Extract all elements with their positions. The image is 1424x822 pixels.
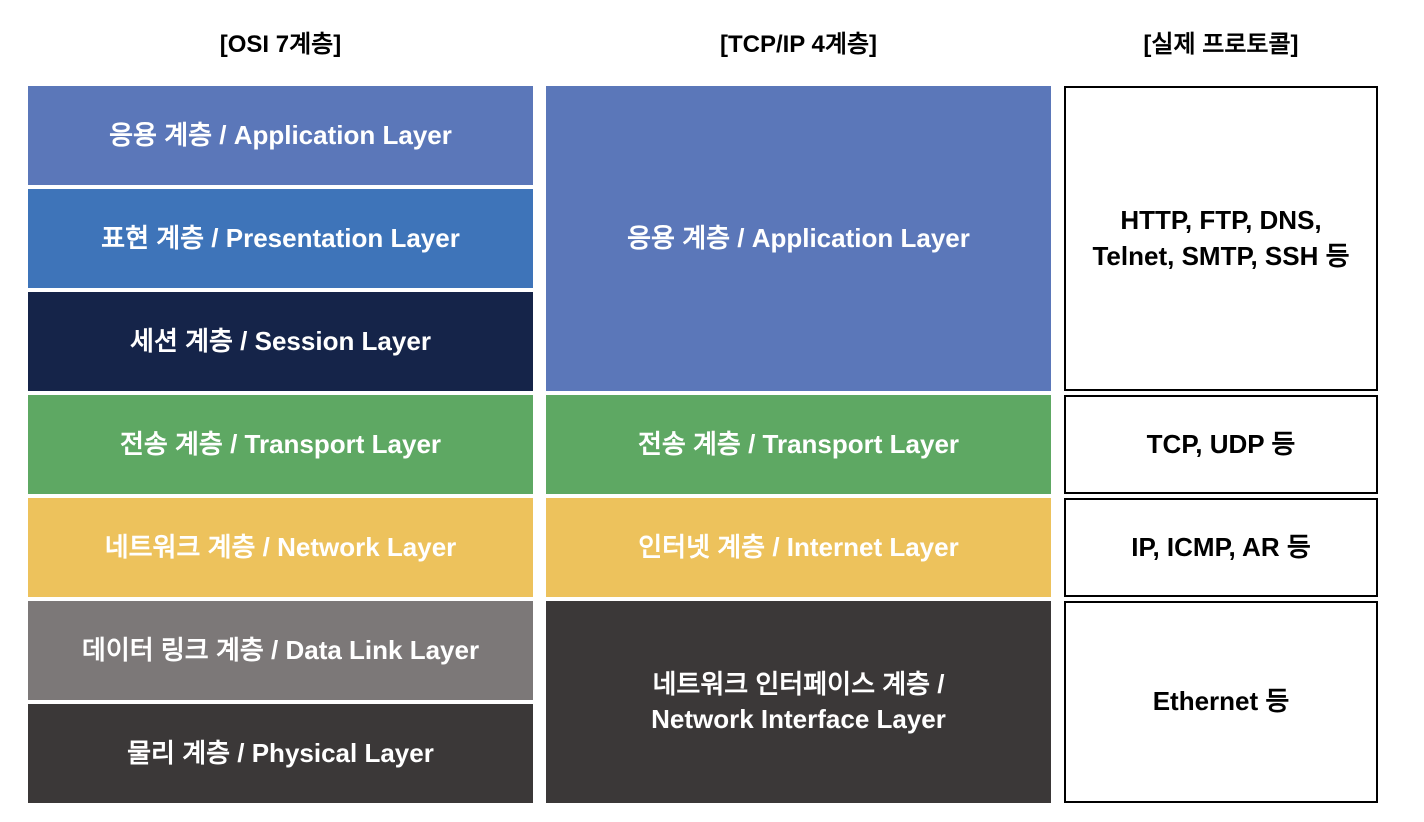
tcpip-layer-internet: 인터넷 계층 / Internet Layer	[546, 498, 1051, 597]
osi-layer-session: 세션 계층 / Session Layer	[28, 292, 533, 391]
tcpip-layer-application: 응용 계층 / Application Layer	[546, 86, 1051, 391]
osi-layer-presentation: 표현 계층 / Presentation Layer	[28, 189, 533, 288]
header-tcpip-label: [TCP/IP 4계층]	[719, 30, 878, 58]
header-protocols-label: [실제 프로토콜]	[1143, 30, 1299, 58]
osi-layer-network-label: 네트워크 계층 / Network Layer	[104, 531, 457, 562]
tcpip-layer-internet-label: 인터넷 계층 / Internet Layer	[638, 531, 959, 562]
osi-layer-presentation-label: 표현 계층 / Presentation Layer	[101, 222, 460, 253]
protocols-transport-box: TCP, UDP 등	[1064, 395, 1378, 494]
protocols-application-box: HTTP, FTP, DNS, Telnet, SMTP, SSH 등	[1064, 86, 1378, 391]
tcpip-layer-transport-label: 전송 계층 / Transport Layer	[637, 428, 960, 459]
protocols-transport-label: TCP, UDP 등	[1146, 428, 1296, 459]
protocols-internet-label: IP, ICMP, AR 등	[1131, 531, 1311, 562]
tcpip-layer-network-interface: 네트워크 인터페이스 계층 / Network Interface Layer	[546, 601, 1051, 803]
osi-layer-datalink: 데이터 링크 계층 / Data Link Layer	[28, 601, 533, 700]
protocols-network-interface-box: Ethernet 등	[1064, 601, 1378, 803]
protocols-application-line1: HTTP, FTP, DNS,	[1120, 205, 1322, 236]
osi-layer-network: 네트워크 계층 / Network Layer	[28, 498, 533, 597]
osi-layer-transport: 전송 계층 / Transport Layer	[28, 395, 533, 494]
header-tcpip: [TCP/IP 4계층]	[546, 0, 1051, 82]
osi-tcpip-comparison-diagram: [OSI 7계층] [TCP/IP 4계층] [실제 프로토콜] 응용 계층 /…	[28, 0, 1378, 803]
protocols-internet-box: IP, ICMP, AR 등	[1064, 498, 1378, 597]
osi-layer-physical: 물리 계층 / Physical Layer	[28, 704, 533, 803]
osi-layer-transport-label: 전송 계층 / Transport Layer	[119, 428, 442, 459]
tcpip-layer-application-label: 응용 계층 / Application Layer	[627, 222, 970, 253]
header-osi: [OSI 7계층]	[28, 0, 533, 82]
osi-layer-session-label: 세션 계층 / Session Layer	[130, 325, 431, 356]
osi-layer-datalink-label: 데이터 링크 계층 / Data Link Layer	[81, 634, 480, 665]
osi-layer-application-label: 응용 계층 / Application Layer	[109, 119, 452, 150]
protocols-network-interface-label: Ethernet 등	[1152, 686, 1290, 717]
tcpip-layer-transport: 전송 계층 / Transport Layer	[546, 395, 1051, 494]
osi-layer-application: 응용 계층 / Application Layer	[28, 86, 533, 185]
tcpip-layer-network-interface-label-line2: Network Interface Layer	[651, 704, 946, 734]
header-osi-label: [OSI 7계층]	[219, 30, 342, 58]
protocols-application-line2: Telnet, SMTP, SSH 등	[1092, 240, 1350, 271]
header-protocols: [실제 프로토콜]	[1064, 0, 1378, 82]
tcpip-layer-network-interface-label-line1: 네트워크 인터페이스 계층 /	[652, 668, 945, 699]
osi-layer-physical-label: 물리 계층 / Physical Layer	[127, 737, 434, 768]
